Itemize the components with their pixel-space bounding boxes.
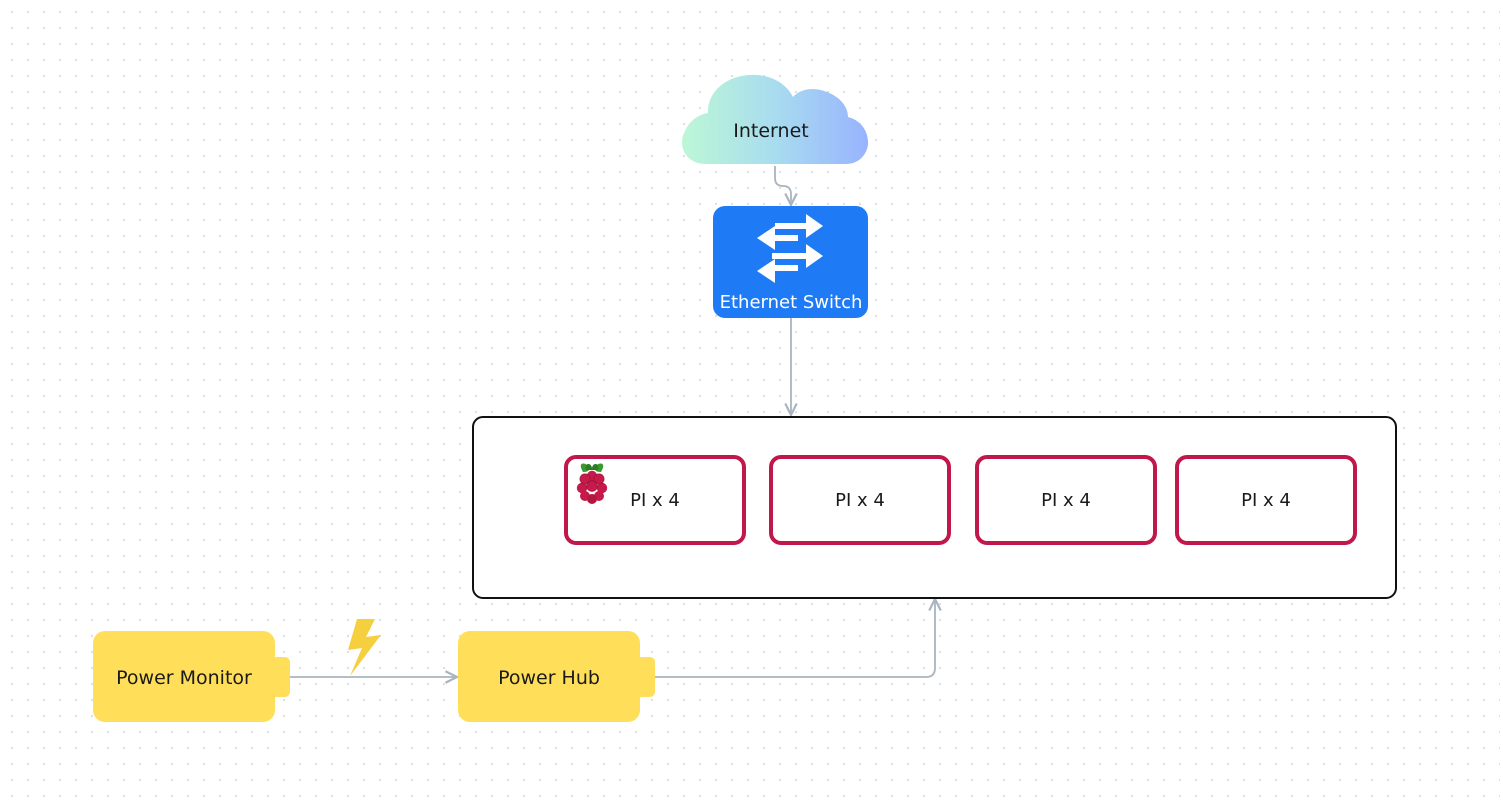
internet-label: Internet [733,120,808,142]
pi-group-label: PI x 4 [1041,490,1091,511]
pi-group[interactable]: PI x 4 [769,455,951,545]
power-hub-node[interactable]: Power Hub [458,631,655,722]
pi-group[interactable]: PI x 4 [564,455,746,545]
connector-hub-cluster[interactable] [655,599,935,678]
switch-arrows-icon [757,214,823,283]
pi-group-label: PI x 4 [1241,490,1291,511]
internet-node[interactable]: Internet [682,74,869,164]
lightning-bolt-icon [348,619,381,676]
power-hub-label: Power Hub [498,667,600,689]
ethernet-switch-node[interactable]: Ethernet Switch [713,206,868,318]
raspberry-pi-icon [576,463,608,504]
pi-group[interactable]: PI x 4 [975,455,1157,545]
connectors [290,166,935,677]
pi-group[interactable]: PI x 4 [1175,455,1357,545]
power-monitor-node[interactable]: Power Monitor [93,631,290,722]
pi-group-label: PI x 4 [630,490,680,511]
cloud-icon [682,74,869,164]
pi-group-label: PI x 4 [835,490,885,511]
power-monitor-label: Power Monitor [116,667,252,689]
connector-internet-switch[interactable] [774,166,791,205]
ethernet-switch-label: Ethernet Switch [720,292,863,313]
